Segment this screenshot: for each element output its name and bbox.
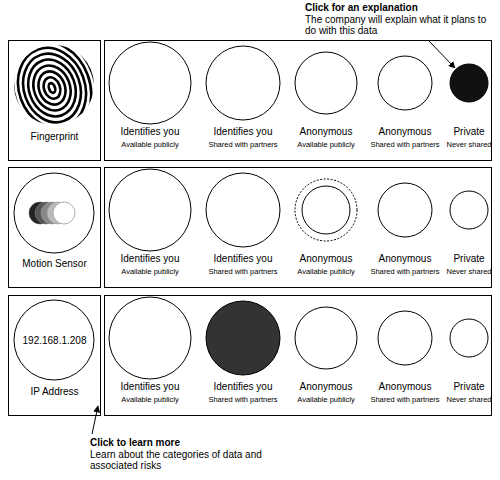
circle-title: Identifies you (88, 126, 212, 138)
sharing-circle: Identifies youShared with partners (201, 40, 285, 160)
circle-title: Anonymous (264, 381, 388, 393)
sharing-circle: AnonymousAvailable publicly (284, 40, 368, 160)
circle-title: Identifies you (181, 253, 305, 265)
callout-heading: Click for an explanation (305, 2, 495, 13)
circle-subtitle: Available publicly (88, 395, 212, 405)
sharing-circle: AnonymousAvailable publicly (284, 295, 368, 415)
sharing-circle: AnonymousShared with partners (363, 295, 447, 415)
sharing-circle: AnonymousShared with partners (363, 40, 447, 160)
sharing-circle: PrivateNever shared (427, 295, 500, 415)
circle-shape (450, 319, 488, 357)
sharing-circle: PrivateNever shared (427, 40, 500, 160)
circle-title: Identifies you (181, 381, 305, 393)
circle-subtitle: Available publicly (264, 140, 388, 150)
sharing-circle: Identifies youShared with partners (201, 167, 285, 287)
inner-circle (302, 186, 350, 234)
callout-heading: Click to learn more (90, 437, 290, 448)
data-type-box: Fingerprint (8, 40, 101, 161)
circle-shape (206, 301, 280, 375)
circle-title: Private (407, 381, 500, 393)
circle-title: Identifies you (181, 126, 305, 138)
sharing-circle: Identifies youShared with partners (201, 295, 285, 415)
circle-subtitle: Never shared (407, 267, 500, 277)
leader-arrow (428, 40, 455, 68)
circle-title: Anonymous (343, 381, 467, 393)
circle-shape (295, 52, 357, 114)
sharing-circle: AnonymousShared with partners (363, 167, 447, 287)
circle-title: Anonymous (264, 126, 388, 138)
circle-title: Identifies you (88, 381, 212, 393)
circle-shape (378, 311, 432, 365)
circle-shape (206, 46, 280, 120)
circle-title: Anonymous (343, 126, 467, 138)
data-type-label: IP Address (9, 386, 100, 398)
sharing-circle: Identifies youAvailable publicly (108, 167, 192, 287)
circle-shape (450, 64, 488, 102)
circle-shape (295, 179, 357, 241)
callout-text: Learn about the categories of data and a… (90, 449, 290, 471)
circle-subtitle: Shared with partners (181, 140, 305, 150)
circle-title: Private (407, 126, 500, 138)
circle-title: Anonymous (264, 253, 388, 265)
fingerprint-icon (0, 16, 117, 160)
motion-sensor-icon (14, 173, 94, 253)
data-type-box: Motion Sensor (8, 167, 101, 288)
circle-subtitle: Available publicly (88, 140, 212, 150)
sharing-circle: Identifies youAvailable publicly (108, 295, 192, 415)
circle-subtitle: Never shared (407, 395, 500, 405)
circle-subtitle: Available publicly (264, 395, 388, 405)
circle-shape (206, 173, 280, 247)
ip-value: 192.168.1.208 (9, 335, 100, 347)
circle-shape (378, 183, 432, 237)
data-type-label: Motion Sensor (9, 258, 100, 270)
circle-shape (450, 191, 488, 229)
circle-shape (295, 307, 357, 369)
sharing-circle: PrivateNever shared (427, 167, 500, 287)
circle-shape (378, 56, 432, 110)
sharing-circle: AnonymousAvailable publicly (284, 167, 368, 287)
sharing-circle: Identifies youAvailable publicly (108, 40, 192, 160)
circle-title: Identifies you (88, 253, 212, 265)
circle-subtitle: Available publicly (264, 267, 388, 277)
data-type-label: Fingerprint (9, 131, 100, 143)
circle-title: Private (407, 253, 500, 265)
circle-subtitle: Available publicly (88, 267, 212, 277)
leader-arrow (92, 406, 98, 434)
circle-title: Anonymous (343, 253, 467, 265)
callout-text: The company will explain what it plans t… (305, 14, 495, 36)
data-type-box: 192.168.1.208 IP Address (8, 295, 101, 416)
circle-shape (109, 169, 191, 251)
circle-subtitle: Shared with partners (181, 395, 305, 405)
circle-shape (109, 42, 191, 124)
circle-subtitle: Never shared (407, 140, 500, 150)
circle-shape (109, 297, 191, 379)
circle-subtitle: Shared with partners (181, 267, 305, 277)
